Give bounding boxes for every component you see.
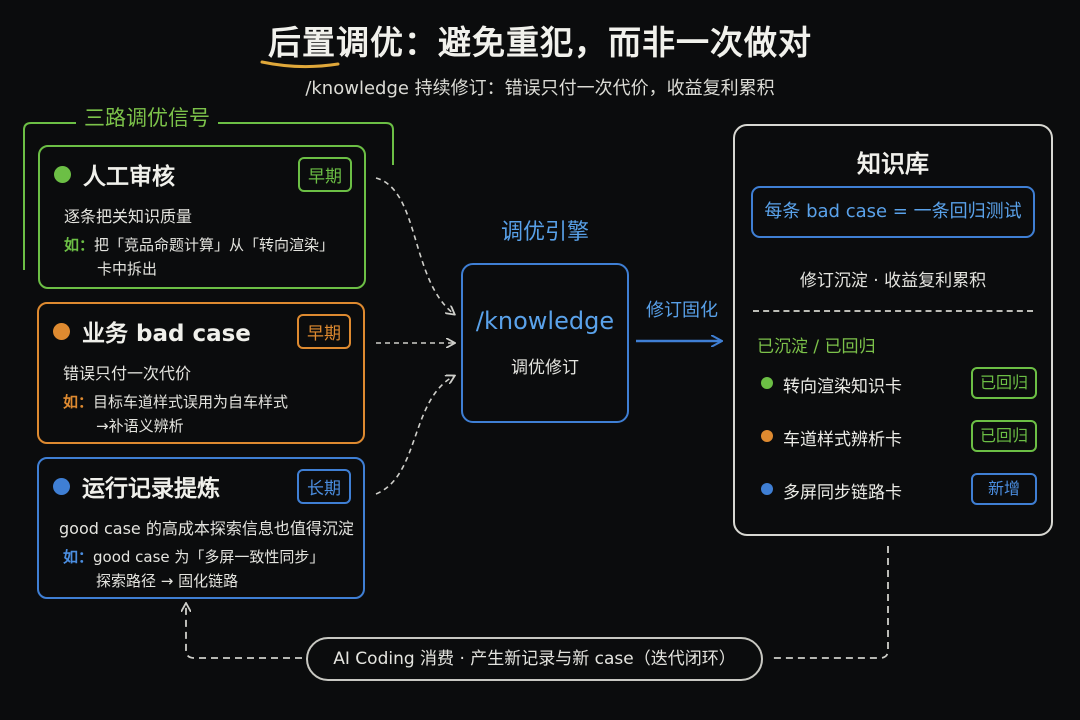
signal-card-manual-review: 人工审核 早期 逐条把关知识质量 如：把「竞品命题计算」从「转向渲染」 卡中拆出 [38, 145, 366, 289]
tuning-engine-box: /knowledge 调优修订 [461, 263, 629, 423]
loop-line-left [186, 604, 302, 659]
kb-item-status-tag: 已回归 [971, 367, 1037, 399]
orange-dot-icon [53, 322, 70, 340]
stage-badge: 早期 [297, 314, 351, 349]
blue-dot-icon [53, 477, 70, 495]
example-line-2: 探索路径 → 固化链路 [96, 572, 239, 590]
kb-item-status-tag: 已回归 [971, 420, 1037, 452]
signal-card-bad-case: 业务 bad case 早期 错误只付一次代价 如：目标车道样式误用为自车样式 … [37, 302, 365, 444]
card-title: 业务 bad case [82, 321, 251, 347]
kb-item-label: 车道样式辨析卡 [783, 430, 902, 450]
arrow-blue-to-engine [375, 376, 454, 495]
kb-item: 转向渲染知识卡 已回归 [757, 367, 1037, 399]
stage-badge: 长期 [297, 469, 351, 504]
kb-item: 多屏同步链路卡 新增 [757, 473, 1037, 505]
loop-line-right [772, 546, 889, 659]
card-header: 运行记录提炼 [53, 469, 220, 503]
card-title: 运行记录提炼 [82, 476, 220, 502]
card-description: good case 的高成本探索信息也值得沉淀 [59, 519, 354, 538]
card-example: 如：good case 为「多屏一致性同步」 探索路径 → 固化链路 [63, 545, 324, 593]
kb-item: 车道样式辨析卡 已回归 [757, 420, 1037, 452]
card-description: 逐条把关知识质量 [64, 207, 193, 226]
example-line-1: 把「竞品命题计算」从「转向渲染」 [94, 236, 335, 254]
engine-to-kb-label: 修订固化 [646, 300, 718, 321]
engine-command: /knowledge [475, 307, 615, 335]
card-description: 错误只付一次代价 [63, 364, 192, 383]
card-header: 人工审核 [54, 157, 175, 191]
feedback-loop-label: AI Coding 消费 · 产生新记录与新 case（迭代闭环） [306, 637, 763, 681]
example-line-1: 目标车道样式误用为自车样式 [93, 393, 289, 411]
example-line-2: 卡中拆出 [97, 260, 158, 278]
kb-divider [753, 310, 1033, 312]
knowledge-base-panel: 知识库 每条 bad case = 一条回归测试 修订沉淀 · 收益复利累积 已… [733, 124, 1053, 536]
arrow-green-to-engine [375, 177, 454, 314]
card-title: 人工审核 [83, 164, 175, 190]
example-line-2: →补语义辨析 [96, 417, 184, 435]
page-subtitle: /knowledge 持续修订：错误只付一次代价，收益复利累积 [305, 78, 775, 99]
kb-item-status-tag: 新增 [971, 473, 1037, 505]
kb-item-label: 多屏同步链路卡 [783, 483, 902, 503]
kb-item-label: 转向渲染知识卡 [783, 377, 902, 397]
example-label: 如： [64, 236, 95, 254]
signal-group-label: 三路调优信号 [76, 102, 218, 132]
kb-section-label: 已沉淀 / 已回归 [757, 337, 876, 357]
blue-dot-icon [761, 483, 773, 495]
example-label: 如： [63, 393, 94, 411]
example-line-1: good case 为「多屏一致性同步」 [93, 548, 325, 566]
engine-subtitle: 调优修订 [511, 358, 579, 378]
card-header: 业务 bad case [53, 314, 251, 348]
orange-dot-icon [761, 430, 773, 442]
kb-title: 知识库 [857, 150, 929, 178]
card-example: 如：把「竞品命题计算」从「转向渲染」 卡中拆出 [64, 233, 334, 281]
kb-note: 修订沉淀 · 收益复利累积 [799, 271, 987, 291]
kb-rule-box: 每条 bad case = 一条回归测试 [751, 186, 1035, 238]
page-title: 后置调优：避免重犯，而非一次做对 [268, 23, 812, 62]
green-dot-icon [54, 165, 71, 183]
example-label: 如： [63, 548, 94, 566]
engine-label: 调优引擎 [500, 220, 589, 245]
card-example: 如：目标车道样式误用为自车样式 →补语义辨析 [63, 390, 288, 438]
green-dot-icon [761, 377, 773, 389]
signal-card-run-log: 运行记录提炼 长期 good case 的高成本探索信息也值得沉淀 如：good… [37, 457, 365, 599]
stage-badge: 早期 [298, 157, 352, 192]
